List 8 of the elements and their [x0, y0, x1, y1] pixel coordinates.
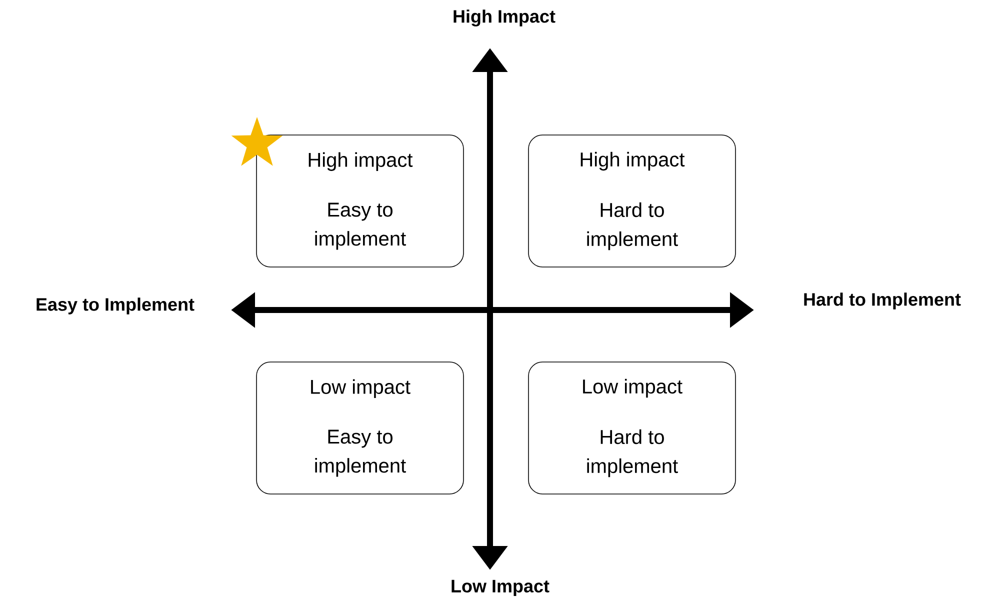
axis-label: Hard to Implement [804, 292, 961, 310]
axis-label: Low Impact [452, 580, 550, 596]
axis-label: High Impact [454, 10, 556, 26]
axis-label: Easy to Implement [36, 298, 194, 314]
quadrant-box: High impact Easy to implement [256, 134, 464, 268]
quadrant-box: High impact Hard to implement [528, 134, 736, 268]
quadrant-box: Low impact Easy to implement [256, 362, 464, 494]
quadrant-box: Low impact Hard to implement [528, 362, 736, 494]
